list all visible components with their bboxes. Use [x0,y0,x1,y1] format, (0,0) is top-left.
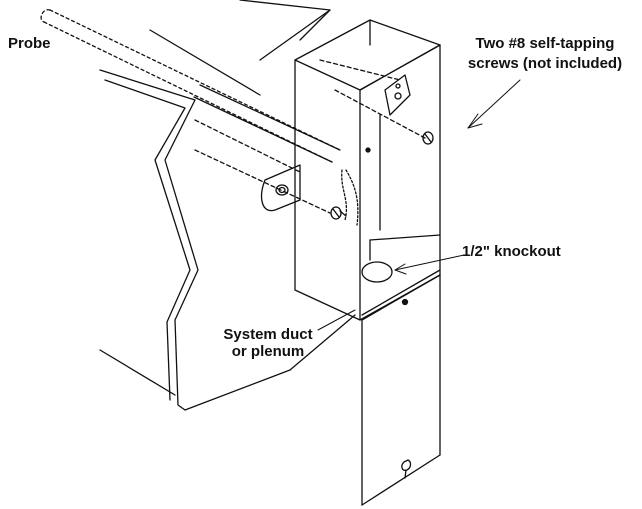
screws-label-line1: Two #8 self-tapping [475,35,615,52]
knockout-hole [361,261,393,283]
knockout-label: 1/2" knockout [462,243,561,260]
duct-label-line1: System duct [223,326,313,343]
duct-label: System duct or plenum [212,326,324,360]
screws-label: Two #8 self-tapping screws (not included… [452,35,638,72]
knockout-leader [394,254,465,271]
enclosure-box [294,19,441,321]
leader-lines [317,79,521,331]
probe-wires [341,169,359,226]
screw-right [422,131,434,145]
cover-plate [361,269,441,506]
duct-label-line2: or plenum [231,343,305,360]
probe-tube [40,9,341,163]
screws-label-line2: screws (not included) [467,55,623,72]
duct-leader [317,309,356,331]
screw-left [330,206,347,220]
system-duct [99,0,356,411]
alignment-lines [194,59,426,214]
probe-label: Probe [8,35,51,52]
screws-leader [467,79,521,129]
mounting-flange [261,164,301,212]
